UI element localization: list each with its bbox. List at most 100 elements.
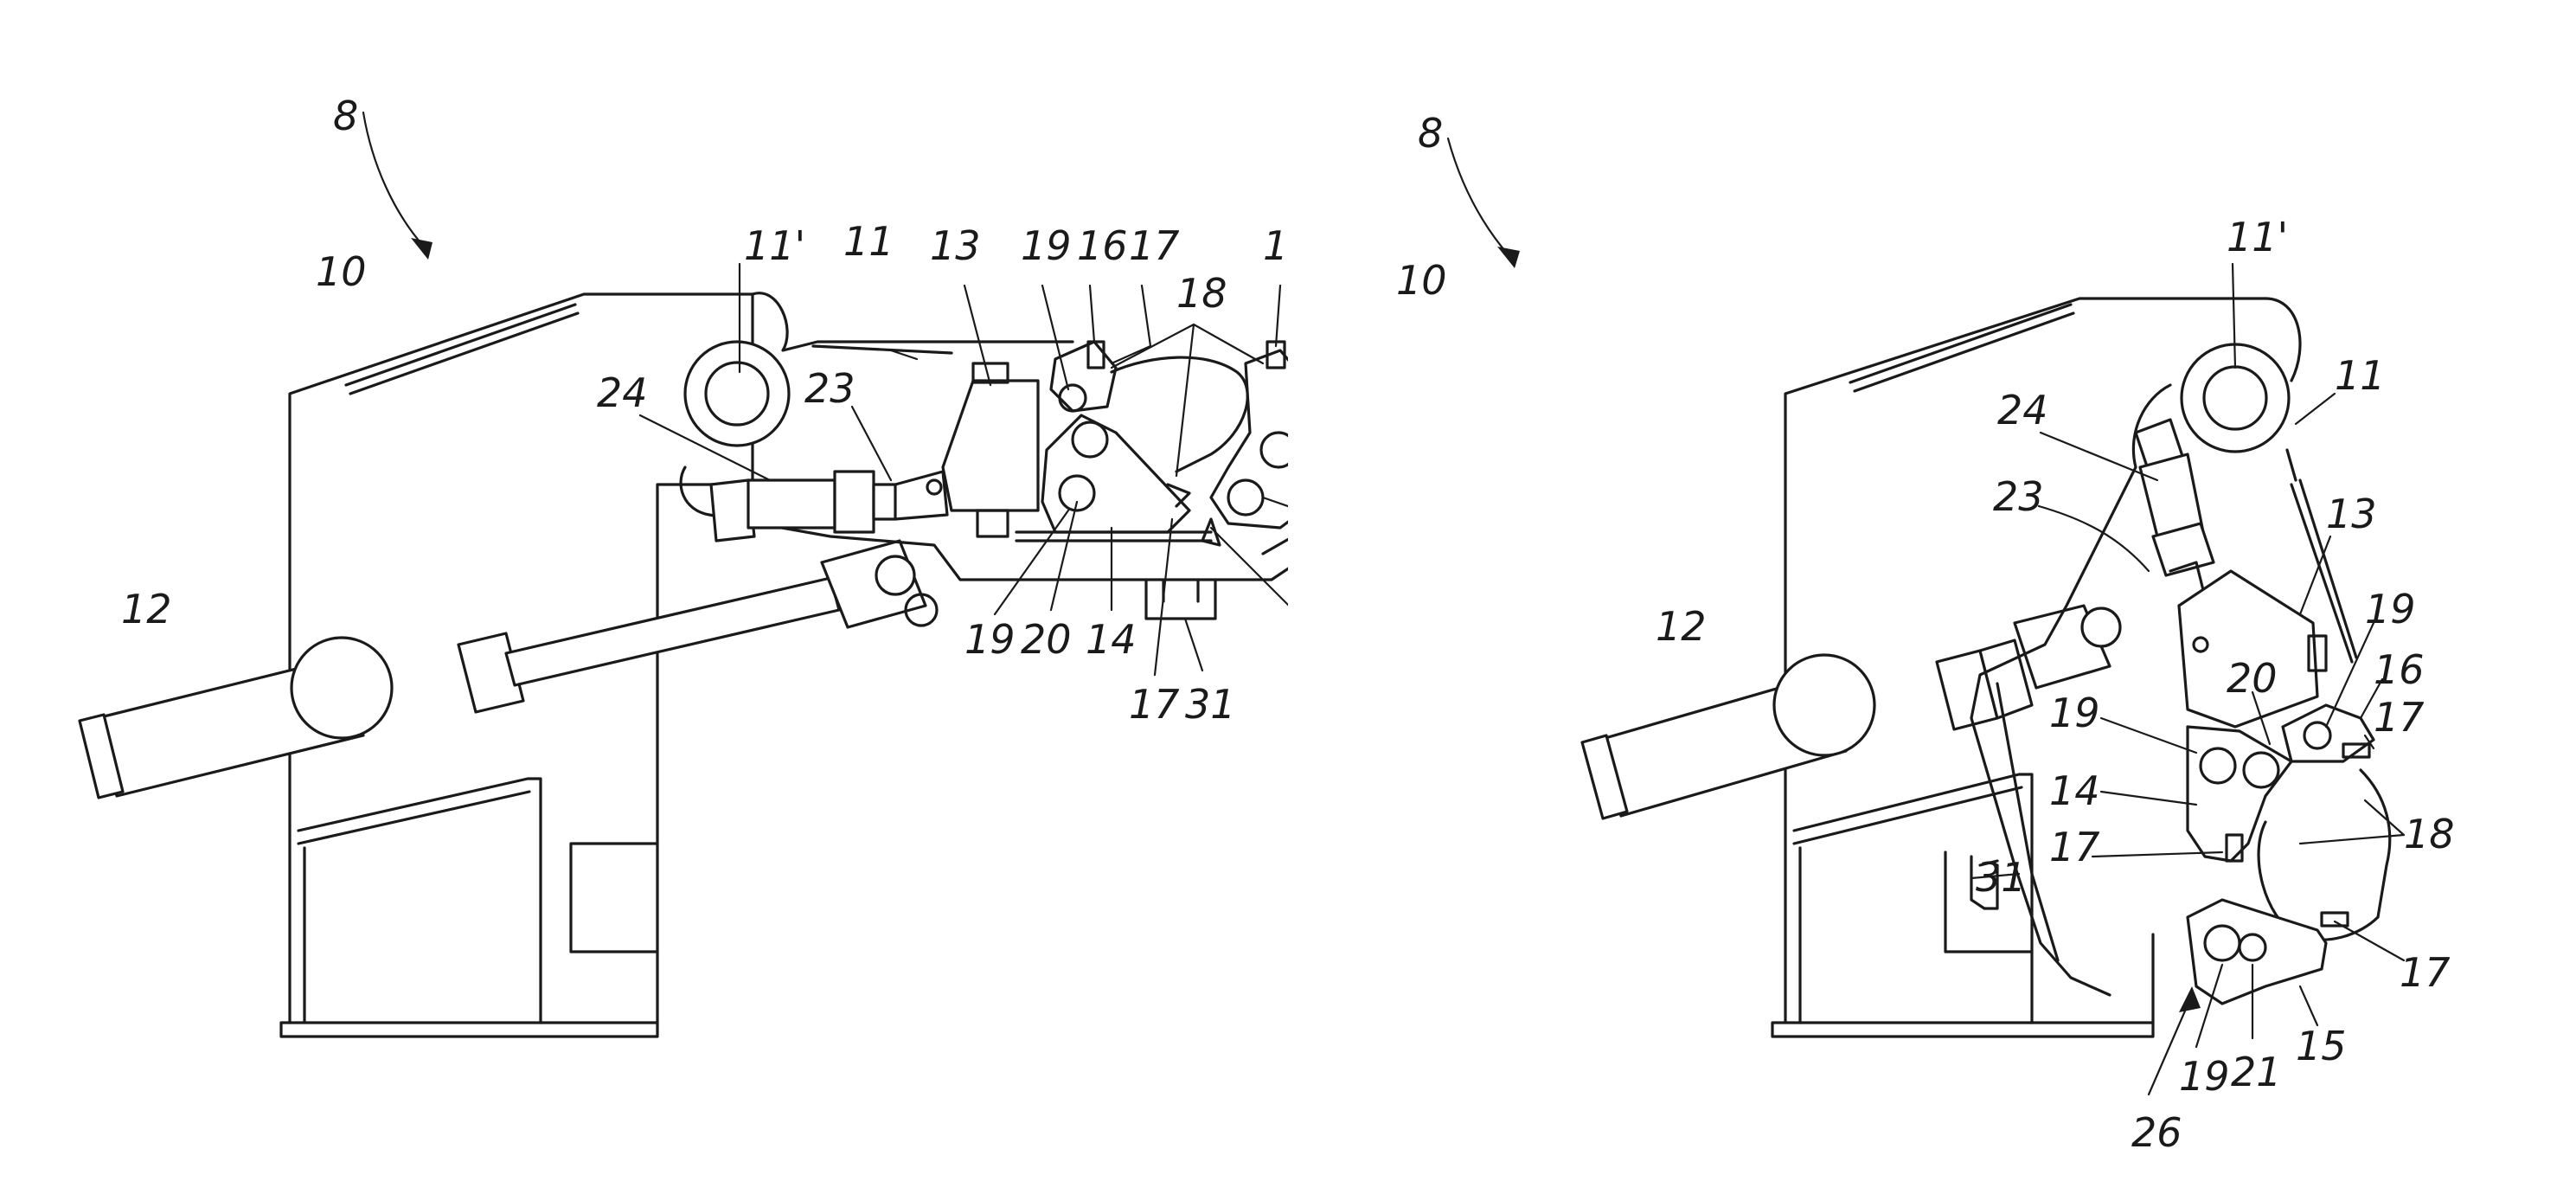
label-17-c: 17 <box>2400 949 2451 996</box>
label-19-left: 19 <box>2049 690 2100 736</box>
leader-assembly <box>1448 138 1509 255</box>
actuator-rod <box>874 485 895 519</box>
label-17-a: 17 <box>1129 222 1180 269</box>
label-19-bottom: 19 <box>964 616 1016 663</box>
label-10: 10 <box>1396 257 1447 304</box>
label-13: 13 <box>930 222 981 269</box>
block-bottom-tab <box>977 510 1008 536</box>
label-12: 12 <box>121 586 172 632</box>
label-26: 26 <box>2131 1109 2182 1156</box>
jaw-16 <box>2283 705 2374 761</box>
label-31: 31 <box>1976 854 2027 901</box>
actuator-24 <box>711 472 947 541</box>
leader-gap <box>1211 528 1288 636</box>
actuator-nut <box>835 472 874 532</box>
insert-18-right <box>2361 770 2390 917</box>
block-body <box>2179 571 2317 727</box>
label-17-a: 17 <box>2374 694 2425 741</box>
actuator-body <box>748 480 835 528</box>
jaw-15-tip <box>2322 913 2348 926</box>
leader-jaw-14 <box>2101 792 2196 805</box>
label-19-bottom: 19 <box>2179 1053 2230 1100</box>
block-body <box>943 381 1038 510</box>
label-11-prime: 11' <box>744 222 805 269</box>
pivot-pin <box>2204 367 2266 429</box>
label-17-b: 17 <box>2049 824 2100 870</box>
piston-rod <box>506 578 839 685</box>
leader-tip-c <box>1155 519 1172 675</box>
leader-block <box>964 286 990 385</box>
frame-top-rail <box>1850 305 2073 391</box>
label-19-top: 19 <box>1021 222 1072 269</box>
stop-31 <box>1146 580 1215 619</box>
arrow-assembly <box>1497 247 1520 268</box>
label-21: 21 <box>2231 1049 2282 1095</box>
gripper-jaws <box>2188 705 2390 1004</box>
label-11: 11 <box>843 218 894 265</box>
label-23: 23 <box>1993 473 2044 520</box>
actuator-24 <box>2136 420 2214 606</box>
base-plate <box>1772 1023 2153 1037</box>
label-8: 8 <box>1418 110 1443 157</box>
leader-tip-c <box>2335 921 2404 960</box>
figure-right-closed-position: 8 10 11' 11 24 23 13 19 20 16 17 19 14 1… <box>1288 0 2576 1194</box>
leader-assembly <box>363 112 424 247</box>
label-14: 14 <box>1086 616 1137 663</box>
leader-arm <box>2296 394 2335 424</box>
label-17-b: 17 <box>1263 222 1288 269</box>
arm-top-strip <box>813 346 952 353</box>
label-24: 24 <box>1997 387 2048 433</box>
gripper-jaws <box>1042 342 1288 571</box>
leader-rod <box>852 407 891 480</box>
leader-tip-b <box>1276 286 1280 346</box>
cylinder-ball-joint <box>1774 655 1874 755</box>
label-17-c: 17 <box>1129 681 1180 728</box>
label-13: 13 <box>2326 491 2377 537</box>
arrow-assembly <box>411 238 433 260</box>
label-23: 23 <box>804 365 855 412</box>
block-bolt <box>927 480 941 494</box>
label-18: 18 <box>1176 270 1227 317</box>
label-10: 10 <box>316 248 367 295</box>
figure-left-open-position: 8 10 11' 11 13 19 16 17 18 17 15 22 24 2… <box>0 0 1288 1194</box>
label-20: 20 <box>2227 655 2278 702</box>
guard-edge <box>1794 787 2022 844</box>
label-11-prime: 11' <box>2227 214 2288 260</box>
label-16: 16 <box>1077 222 1128 269</box>
frame-notch <box>571 844 657 952</box>
leader-insert <box>2300 800 2404 844</box>
block-13 <box>2179 571 2326 727</box>
arrow-gap <box>2179 986 2201 1012</box>
arm-top-edge <box>753 293 1073 350</box>
jaw-14 <box>2188 727 2291 861</box>
leader-tip-a <box>1112 286 1150 363</box>
pivot-pin <box>706 363 768 425</box>
label-18: 18 <box>2404 811 2455 857</box>
jaw-15 <box>1211 350 1288 528</box>
label-15: 15 <box>2296 1023 2347 1069</box>
clevis-pin <box>2082 608 2120 646</box>
clevis-pin <box>876 556 914 594</box>
frame-top-rail <box>346 305 578 394</box>
leader-rod <box>2039 506 2149 571</box>
block-13 <box>927 363 1038 536</box>
leader-jaw-16 <box>1090 286 1094 342</box>
label-12: 12 <box>1656 603 1707 650</box>
label-8: 8 <box>333 93 358 139</box>
label-31: 31 <box>1185 681 1236 728</box>
leader-stop <box>1185 619 1202 671</box>
guard-edge <box>298 792 529 844</box>
label-11: 11 <box>2335 352 2386 399</box>
leader-block <box>2300 536 2330 614</box>
base-plate <box>281 1023 657 1037</box>
label-24: 24 <box>597 369 648 416</box>
cylinder-ball-joint <box>292 638 392 738</box>
label-16: 16 <box>2374 646 2425 693</box>
hydraulic-cylinder <box>80 541 937 798</box>
label-20: 20 <box>1021 616 1072 663</box>
leader-pin-a <box>2101 718 2196 753</box>
label-19-top: 19 <box>2365 586 2416 632</box>
label-14: 14 <box>2049 767 2100 814</box>
leader-jaw-15 <box>2300 986 2317 1025</box>
